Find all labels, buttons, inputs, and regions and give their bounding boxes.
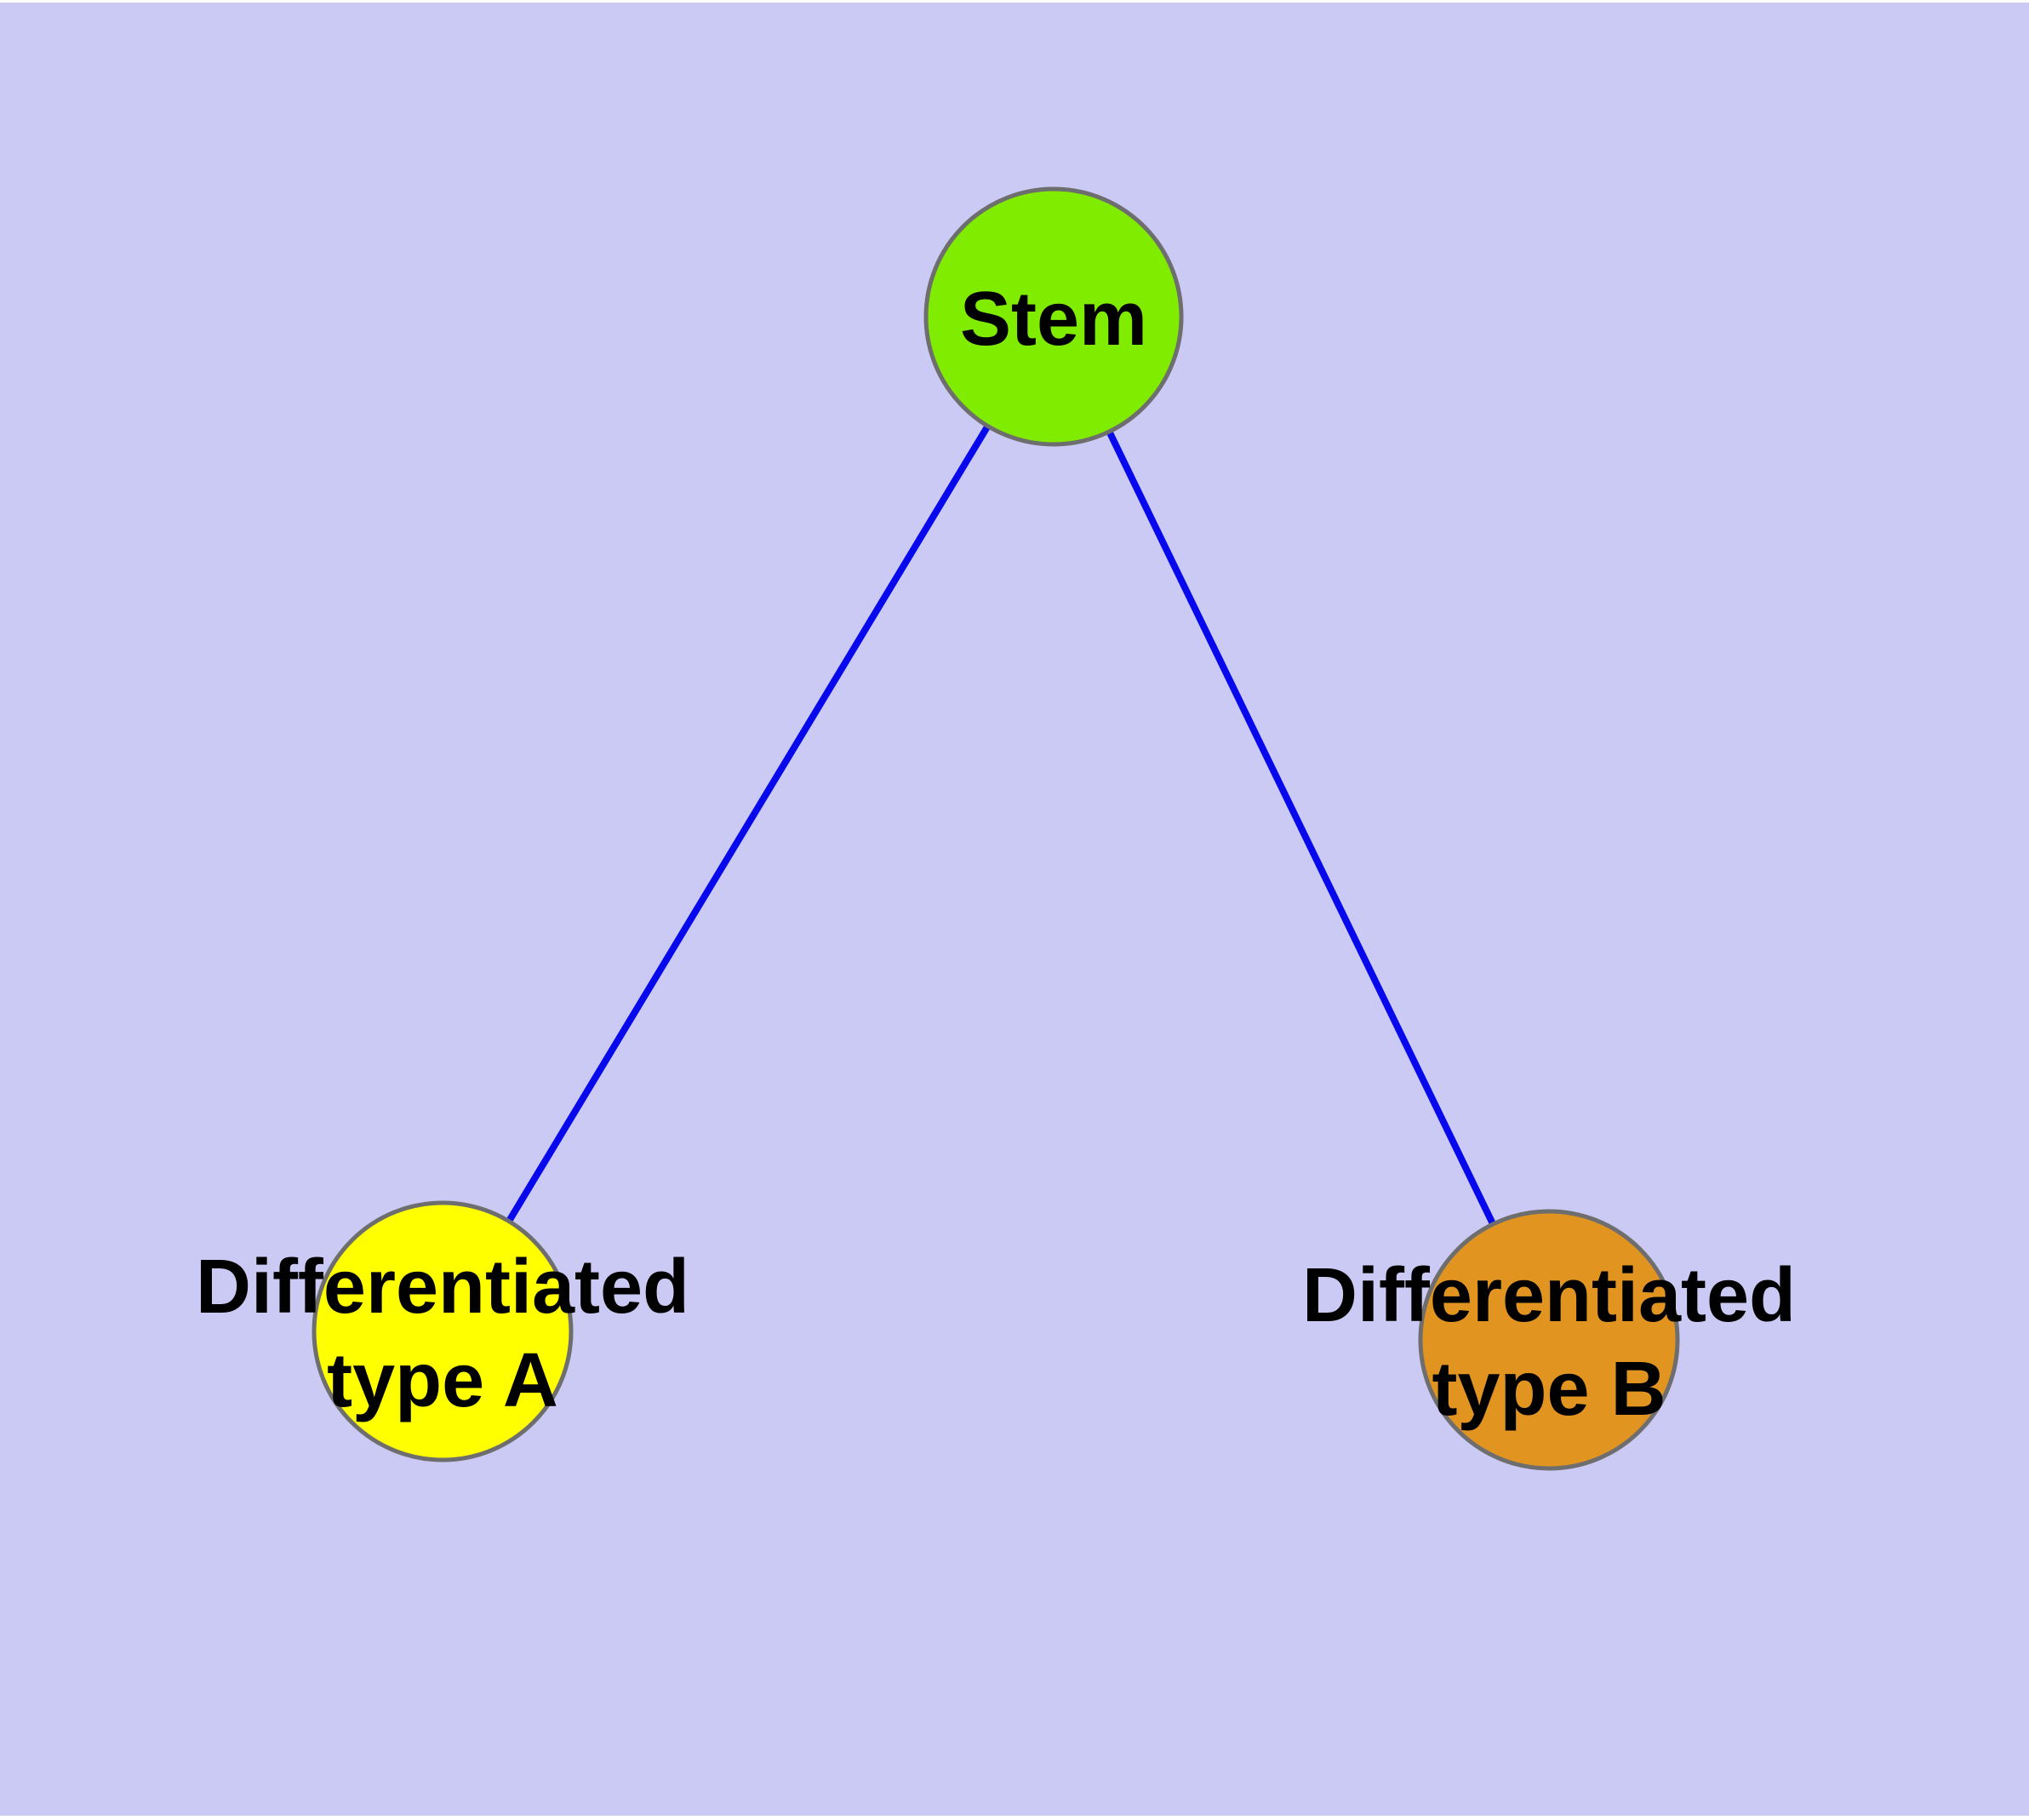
node-label-line: Differentiated: [1302, 1253, 1796, 1338]
node-label-line: Differentiated: [196, 1245, 689, 1330]
node-stem-label: Stem: [960, 277, 1147, 362]
node-label-line: type A: [327, 1338, 558, 1423]
node-differentiated-type-a: [311, 1200, 574, 1462]
node-stem: [923, 186, 1184, 447]
node-differentiated-type-b: [1418, 1209, 1680, 1471]
node-layer: [311, 186, 1680, 1471]
node-label-line: Stem: [960, 277, 1147, 362]
edge-stem-to-type-a: [439, 314, 1057, 1334]
edge-layer: [439, 314, 1552, 1342]
node-label-line: type B: [1432, 1347, 1666, 1432]
node-differentiated-type-b-label: Differentiated type B: [1302, 1253, 1796, 1432]
edge-stem-to-type-b: [1050, 315, 1552, 1342]
